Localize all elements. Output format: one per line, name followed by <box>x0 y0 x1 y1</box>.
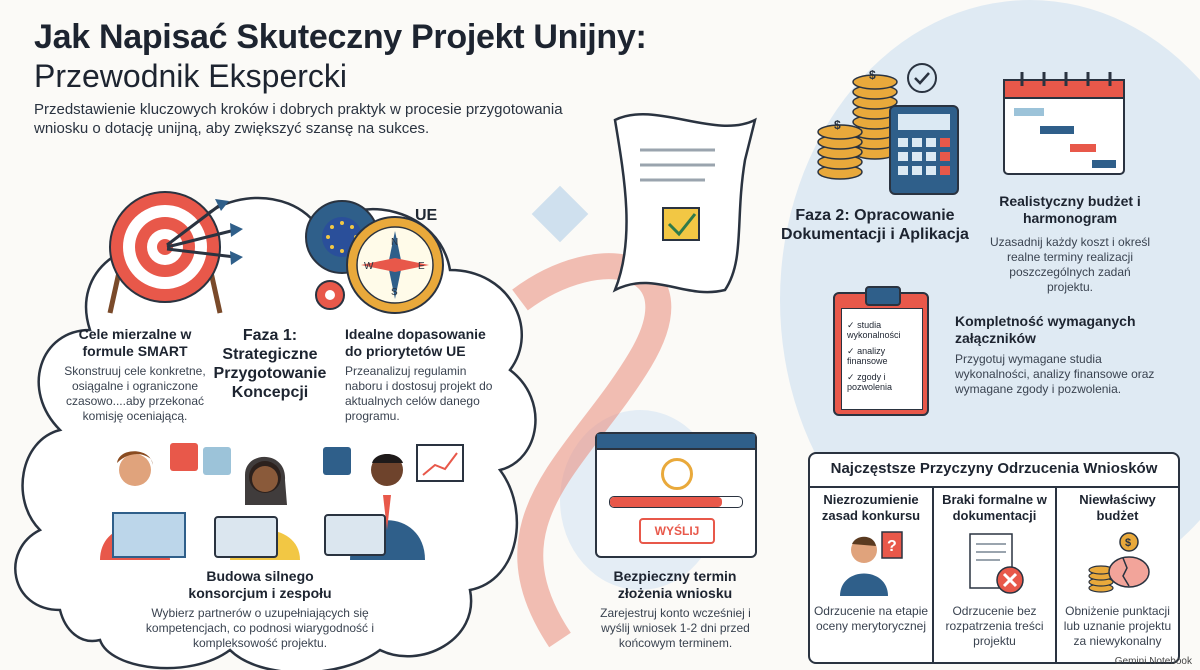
confused-person-icon: ? <box>840 531 903 596</box>
submit-text: Zarejestruj konto wcześniej i wyślij wni… <box>600 606 751 650</box>
svg-text:$: $ <box>1125 537 1131 549</box>
send-button[interactable]: WYŚLIJ <box>639 518 715 544</box>
svg-text:W: W <box>364 261 374 272</box>
team-illustration <box>100 443 464 560</box>
team-text: Wybierz partnerów o uzupełniających się … <box>145 606 375 650</box>
svg-text:E: E <box>418 261 425 272</box>
submit-window: WYŚLIJ <box>595 432 757 558</box>
team-heading: Budowa silnego konsorcjum i zespołu <box>188 568 332 601</box>
rejection-item: Braki formalne w dokumentacji Odrzucenie… <box>934 492 1055 649</box>
budget-text: Uzasadnij każdy koszt i określ realne te… <box>989 235 1151 294</box>
checklist-item: studia wykonalności <box>847 320 901 340</box>
rejection-item: Niezrozumienie zasad konkursu ? Odrzucen… <box>810 492 932 634</box>
rejection-reasons-panel: Najczęstsze Przyczyny Odrzucenia Wnioskó… <box>808 452 1180 664</box>
smart-heading: Cele mierzalne w formule SMART <box>78 326 192 359</box>
submit-heading: Bezpieczny termin złożenia wniosku <box>613 568 737 601</box>
coins-calculator-icon: $ $ <box>817 63 959 195</box>
smart-text: Skonstruuj cele konkretne, osiągalne i o… <box>64 364 206 423</box>
target-icon <box>107 191 243 314</box>
check-icon: ✓ <box>847 372 855 382</box>
checklist-item: zgody i pozwolenia <box>847 372 893 392</box>
document-scroll-icon <box>612 113 757 294</box>
checklist-clipboard: ✓ studia wykonalności ✓ analizy finansow… <box>833 286 929 416</box>
phase2-title: Faza 2: Opracowanie Dokumentacji i Aplik… <box>781 207 969 243</box>
eu-fit-text: Przeanalizuj regulamin naboru i dostosuj… <box>345 364 493 423</box>
page-subtitle: Przedstawienie kluczowych kroków i dobry… <box>34 101 563 137</box>
phase1-title: Faza 1: Strategiczne Przygotowanie Konce… <box>213 327 327 401</box>
svg-text:?: ? <box>887 538 897 555</box>
checklist-item: analizy finansowe <box>847 346 888 366</box>
brand-label: Gemini Notebook <box>1114 656 1192 667</box>
svg-text:S: S <box>391 287 398 298</box>
eu-badge: UE <box>415 207 438 224</box>
attachments-heading: Kompletność wymaganych załączników <box>955 313 1136 346</box>
broken-piggybank-icon: $ <box>1087 532 1150 593</box>
gantt-calendar-icon <box>1003 72 1125 175</box>
rejection-item-heading: Braki formalne w dokumentacji <box>942 492 1047 523</box>
check-icon: ✓ <box>847 346 855 356</box>
rejection-title: Najczęstsze Przyczyny Odrzucenia Wnioskó… <box>830 460 1158 477</box>
rejected-document-icon <box>968 533 1024 594</box>
rejection-item-text: Obniżenie punktacji lub uznanie projektu… <box>1063 604 1172 648</box>
compass-gear-icon: N S W E <box>305 200 444 314</box>
rejection-item-text: Odrzucenie bez rozpatrzenia treści proje… <box>945 604 1044 648</box>
rejection-item: Niewłaściwy budżet $ Obniżenie punktacji… <box>1057 492 1178 649</box>
rejection-item-heading: Niewłaściwy budżet <box>1079 492 1156 523</box>
rejection-item-heading: Niezrozumienie zasad konkursu <box>821 492 921 523</box>
budget-heading: Realistyczny budżet i harmonogram <box>999 193 1141 226</box>
svg-text:$: $ <box>834 118 841 132</box>
progress-bar <box>609 496 743 508</box>
page-title-secondary: Przewodnik Ekspercki <box>34 58 347 94</box>
check-icon: ✓ <box>847 320 855 330</box>
svg-text:$: $ <box>869 68 876 82</box>
rejection-item-text: Odrzucenie na etapie oceny merytorycznej <box>813 604 929 633</box>
attachments-text: Przygotuj wymagane studia wykonalności, … <box>955 352 1155 396</box>
svg-text:N: N <box>391 237 398 248</box>
clock-icon <box>661 458 693 490</box>
eu-fit-heading: Idealne dopasowanie do priorytetów UE <box>345 326 486 359</box>
page-title: Jak Napisać Skuteczny Projekt Unijny: <box>34 18 647 56</box>
